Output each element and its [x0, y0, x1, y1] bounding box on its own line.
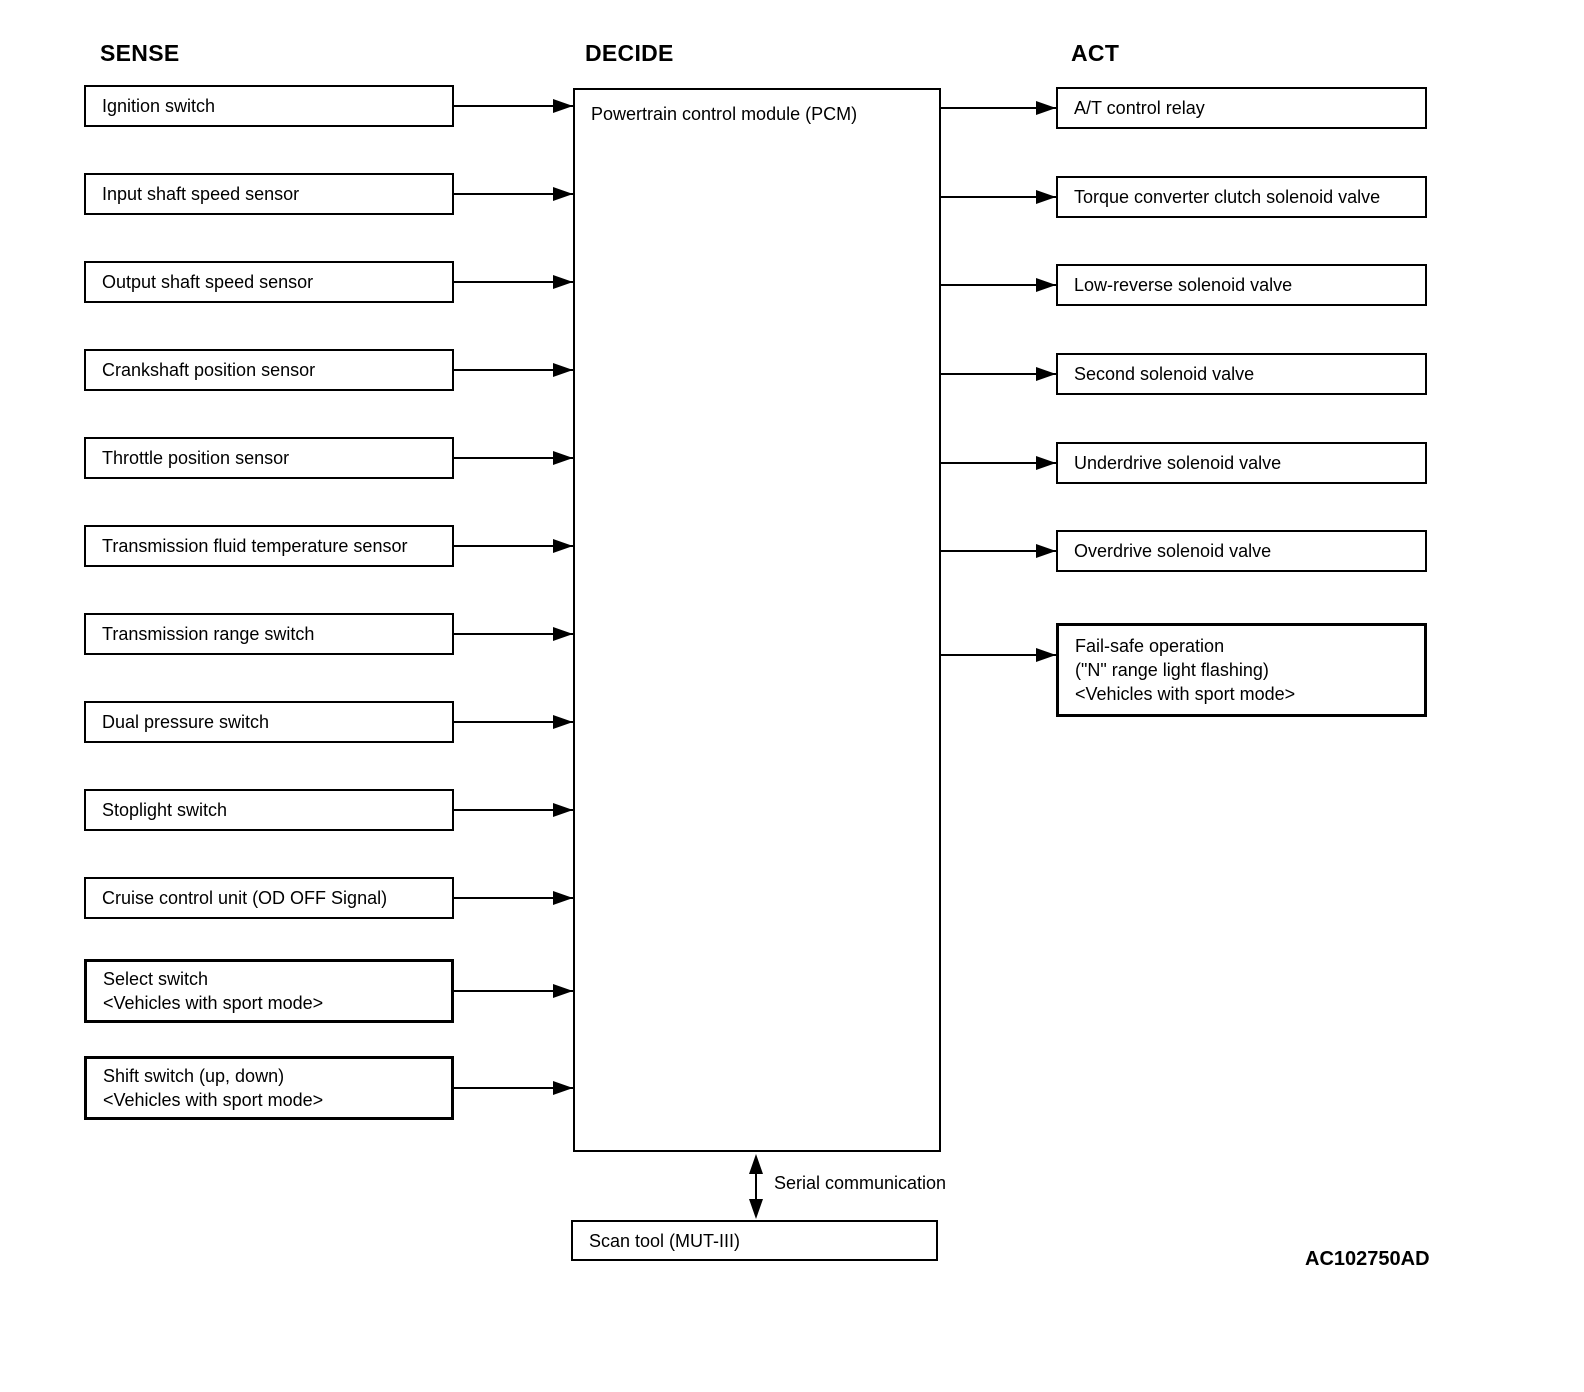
sense-box-ignition-switch: Ignition switch — [84, 85, 454, 127]
box-label: A/T control relay — [1074, 98, 1205, 118]
act-box-second-solenoid-valve: Second solenoid valve — [1056, 353, 1427, 395]
sense-box-transmission-range-switch: Transmission range switch — [84, 613, 454, 655]
sense-box-output-shaft-speed-sensor: Output shaft speed sensor — [84, 261, 454, 303]
box-sublabel: <Vehicles with sport mode> — [1075, 684, 1296, 704]
sense-box-shift-switch: Shift switch (up, down) <Vehicles with s… — [84, 1056, 454, 1120]
sense-box-stoplight-switch: Stoplight switch — [84, 789, 454, 831]
sense-box-input-shaft-speed-sensor: Input shaft speed sensor — [84, 173, 454, 215]
act-box-low-reverse-solenoid-valve: Low-reverse solenoid valve — [1056, 264, 1427, 306]
box-label: Overdrive solenoid valve — [1074, 541, 1272, 561]
box-label: Dual pressure switch — [102, 712, 270, 732]
box-label: Ignition switch — [102, 96, 216, 116]
serial-arrowhead-up — [749, 1154, 763, 1174]
box-label: Stoplight switch — [102, 800, 228, 820]
box-label: Torque converter clutch solenoid valve — [1074, 187, 1381, 207]
box-label: Cruise control unit (OD OFF Signal) — [102, 888, 388, 908]
box-label: Scan tool (MUT-III) — [589, 1230, 741, 1251]
sense-box-dual-pressure-switch: Dual pressure switch — [84, 701, 454, 743]
serial-communication-label: Serial communication — [774, 1173, 947, 1193]
box-label: Shift switch (up, down) — [103, 1066, 285, 1086]
act-box-torque-converter-clutch-solenoid-valve: Torque converter clutch solenoid valve — [1056, 176, 1427, 218]
act-box-fail-safe-operation: Fail-safe operation ("N" range light fla… — [1056, 623, 1427, 717]
act-box-underdrive-solenoid-valve: Underdrive solenoid valve — [1056, 442, 1427, 484]
box-sublabel: ("N" range light flashing) — [1075, 660, 1269, 680]
figure-code: AC102750AD — [1305, 1248, 1430, 1270]
box-label: Low-reverse solenoid valve — [1074, 275, 1293, 295]
sense-box-select-switch: Select switch <Vehicles with sport mode> — [84, 959, 454, 1023]
act-box-overdrive-solenoid-valve: Overdrive solenoid valve — [1056, 530, 1427, 572]
box-label: Fail-safe operation — [1075, 636, 1225, 656]
box-label: Crankshaft position sensor — [102, 360, 316, 380]
box-label: Output shaft speed sensor — [102, 272, 314, 292]
column-header-decide: DECIDE — [585, 40, 674, 66]
sense-box-cruise-control-unit: Cruise control unit (OD OFF Signal) — [84, 877, 454, 919]
box-label: Underdrive solenoid valve — [1074, 453, 1282, 473]
sense-box-throttle-position-sensor: Throttle position sensor — [84, 437, 454, 479]
box-label: Transmission range switch — [102, 624, 315, 644]
box-label: Select switch — [103, 969, 209, 989]
serial-arrowhead-down — [749, 1199, 763, 1219]
scan-tool-box: Scan tool (MUT-III) — [571, 1220, 938, 1261]
column-header-act: ACT — [1071, 40, 1120, 66]
act-box-at-control-relay: A/T control relay — [1056, 87, 1427, 129]
column-header-sense: SENSE — [100, 40, 180, 66]
box-label: Powertrain control module (PCM) — [591, 104, 858, 124]
box-sublabel: <Vehicles with sport mode> — [103, 1090, 324, 1110]
box-label: Transmission fluid temperature sensor — [102, 536, 408, 556]
sense-box-crankshaft-position-sensor: Crankshaft position sensor — [84, 349, 454, 391]
sense-box-transmission-fluid-temperature-sensor: Transmission fluid temperature sensor — [84, 525, 454, 567]
box-label: Input shaft speed sensor — [102, 184, 300, 204]
box-label: Throttle position sensor — [102, 448, 290, 468]
box-sublabel: <Vehicles with sport mode> — [103, 993, 324, 1013]
box-label: Second solenoid valve — [1074, 364, 1255, 384]
decide-box-powertrain-control-module: Powertrain control module (PCM) — [573, 88, 941, 1152]
